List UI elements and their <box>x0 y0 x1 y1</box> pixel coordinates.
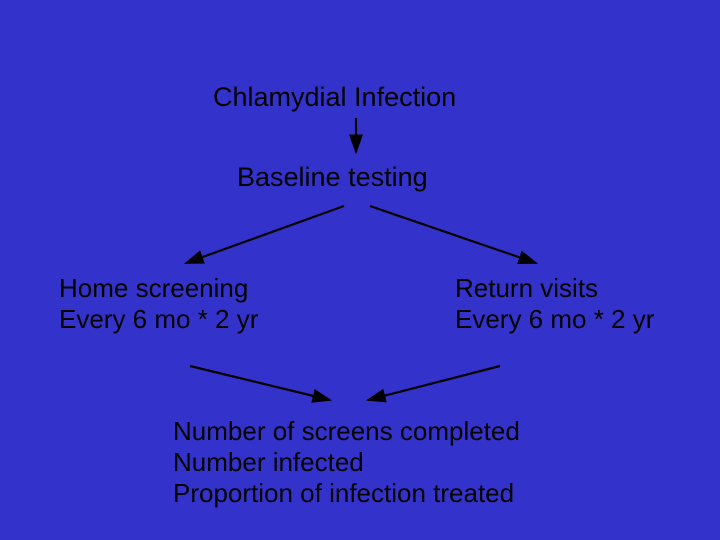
node-home-screening: Home screening Every 6 mo * 2 yr <box>59 273 259 334</box>
node-return-visits: Return visits Every 6 mo * 2 yr <box>455 273 655 334</box>
node-chlamydial-infection: Chlamydial Infection <box>213 82 457 112</box>
arrow-home-to-outcome <box>189 364 333 403</box>
arrow-baseline-to-return <box>369 204 539 265</box>
arrow-return-to-outcome <box>365 364 501 403</box>
arrow-baseline-to-home <box>183 204 345 265</box>
node-outcome-measures: Number of screens completed Number infec… <box>173 416 520 508</box>
node-baseline-testing: Baseline testing <box>237 162 428 192</box>
